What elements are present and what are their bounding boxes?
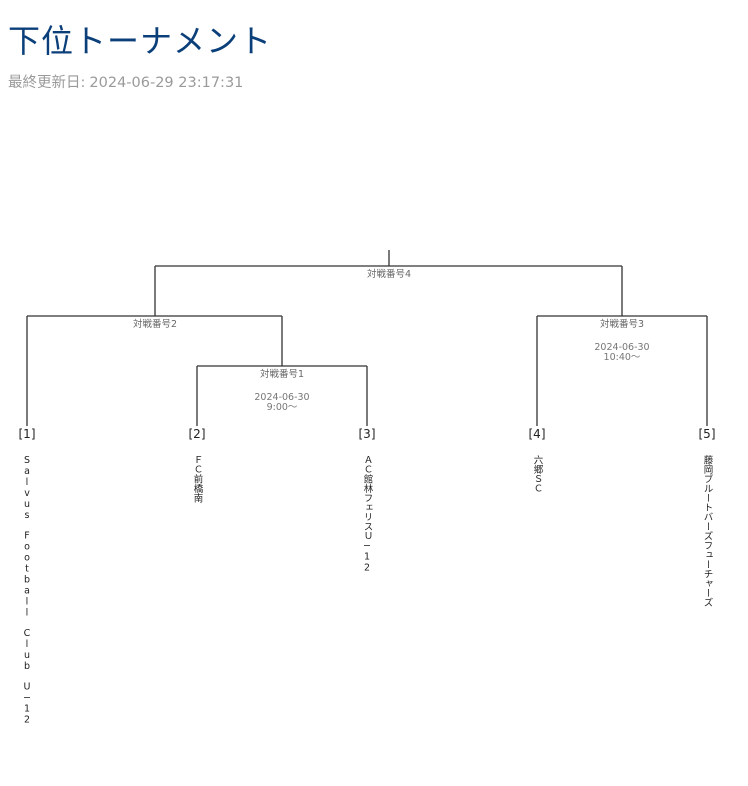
page-title: 下位トーナメント <box>8 22 273 60</box>
team-5-name[interactable]: 藤岡ブルートバーズフューチャーズ <box>701 455 713 607</box>
team-1-name[interactable]: Salvus Football Club U−12 <box>21 455 33 726</box>
last-updated-label: 最終更新日: <box>8 75 86 91</box>
match-1-schedule: 2024-06-30 9:00～ <box>254 393 309 413</box>
team-1-seed: [1] <box>18 427 36 441</box>
team-5-seed: [5] <box>698 427 716 441</box>
match-1-time: 9:00～ <box>266 402 298 413</box>
last-updated: 最終更新日:2024-06-29 23:17:31 <box>8 71 243 92</box>
match-4-label[interactable]: 対戦番号4 <box>366 269 412 280</box>
team-3-name[interactable]: ＡＣ館林フェリスＵ−12 <box>361 455 373 574</box>
last-updated-value: 2024-06-29 23:17:31 <box>89 75 244 91</box>
team-4-name[interactable]: 六郷ＳＣ <box>531 455 543 493</box>
match-3-time: 10:40～ <box>603 352 641 363</box>
team-4-seed: [4] <box>528 427 546 441</box>
team-2-name[interactable]: ＦＣ前橋南 <box>191 455 203 503</box>
match-3-label[interactable]: 対戦番号3 <box>599 319 645 330</box>
match-3-schedule: 2024-06-30 10:40～ <box>594 343 649 363</box>
match-3-date: 2024-06-30 <box>594 342 650 353</box>
team-2-seed: [2] <box>188 427 206 441</box>
match-1-date: 2024-06-30 <box>254 392 310 403</box>
team-3-seed: [3] <box>358 427 376 441</box>
match-1-label[interactable]: 対戦番号1 <box>259 369 305 380</box>
match-2-label[interactable]: 対戦番号2 <box>132 319 178 330</box>
